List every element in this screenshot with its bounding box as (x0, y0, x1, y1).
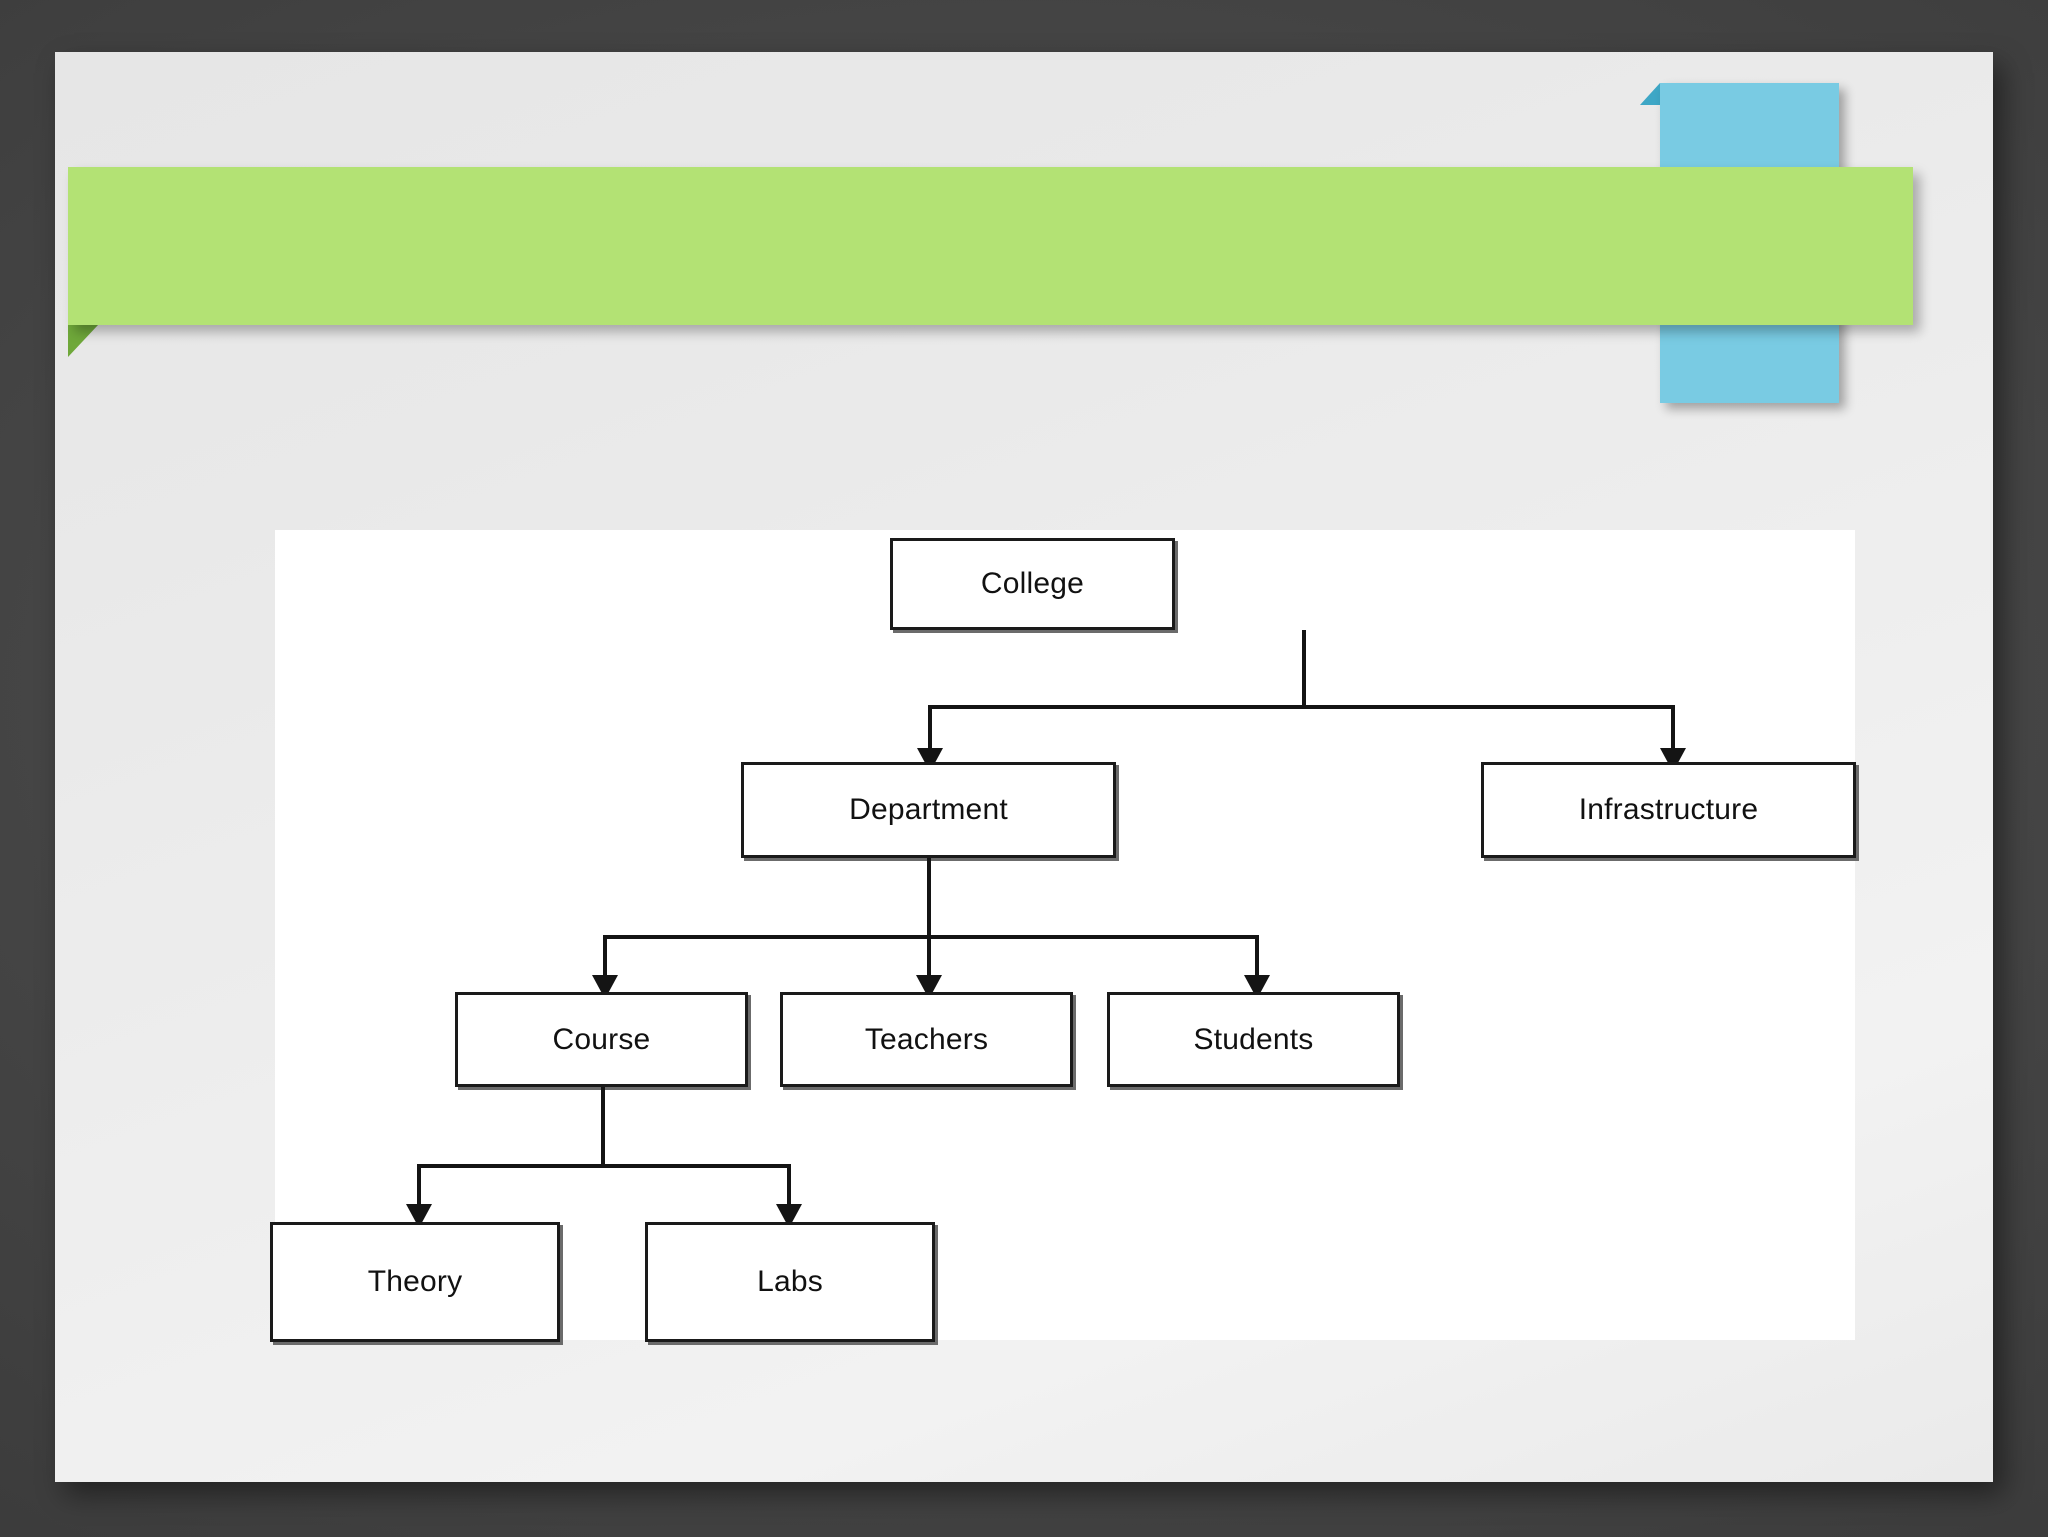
slide-sheet: College Department Infrastructure (55, 52, 1993, 1482)
node-course-label: Course (552, 1022, 651, 1056)
node-department[interactable]: Department (741, 762, 1116, 858)
node-theory[interactable]: Theory (270, 1222, 560, 1342)
title-band (68, 167, 1913, 325)
edge-department-to-teachers-drop (927, 935, 931, 977)
edge-college-to-department-drop (928, 705, 932, 750)
edge-course-bus (417, 1164, 791, 1168)
node-college-label: College (980, 567, 1085, 600)
node-students[interactable]: Students (1107, 992, 1400, 1087)
node-infrastructure-label: Infrastructure (1578, 793, 1759, 826)
node-teachers[interactable]: Teachers (780, 992, 1073, 1087)
edge-college-to-infrastructure-drop (1671, 705, 1675, 750)
node-labs[interactable]: Labs (645, 1222, 935, 1342)
edge-college-stem (1302, 630, 1306, 707)
node-course[interactable]: Course (455, 992, 748, 1087)
node-department-label: Department (849, 793, 1008, 826)
edge-course-stem (601, 1087, 605, 1166)
edge-department-bus (603, 935, 1259, 939)
edge-department-to-students-drop (1255, 935, 1259, 977)
blue-accent-fold-icon (1640, 83, 1660, 105)
node-students-label: Students (1193, 1022, 1314, 1056)
edge-department-to-course-drop (603, 935, 607, 977)
green-band-fold-icon (68, 325, 98, 357)
node-infrastructure[interactable]: Infrastructure (1481, 762, 1856, 858)
diagram-canvas: College Department Infrastructure (270, 530, 1856, 1342)
node-college[interactable]: College (890, 538, 1175, 630)
edge-course-to-theory-drop (417, 1164, 421, 1206)
node-theory-label: Theory (367, 1265, 463, 1298)
edge-department-stem (927, 858, 931, 937)
node-labs-label: Labs (757, 1265, 823, 1298)
node-teachers-label: Teachers (864, 1022, 989, 1056)
edge-college-bus (928, 705, 1675, 709)
edge-course-to-labs-drop (787, 1164, 791, 1206)
